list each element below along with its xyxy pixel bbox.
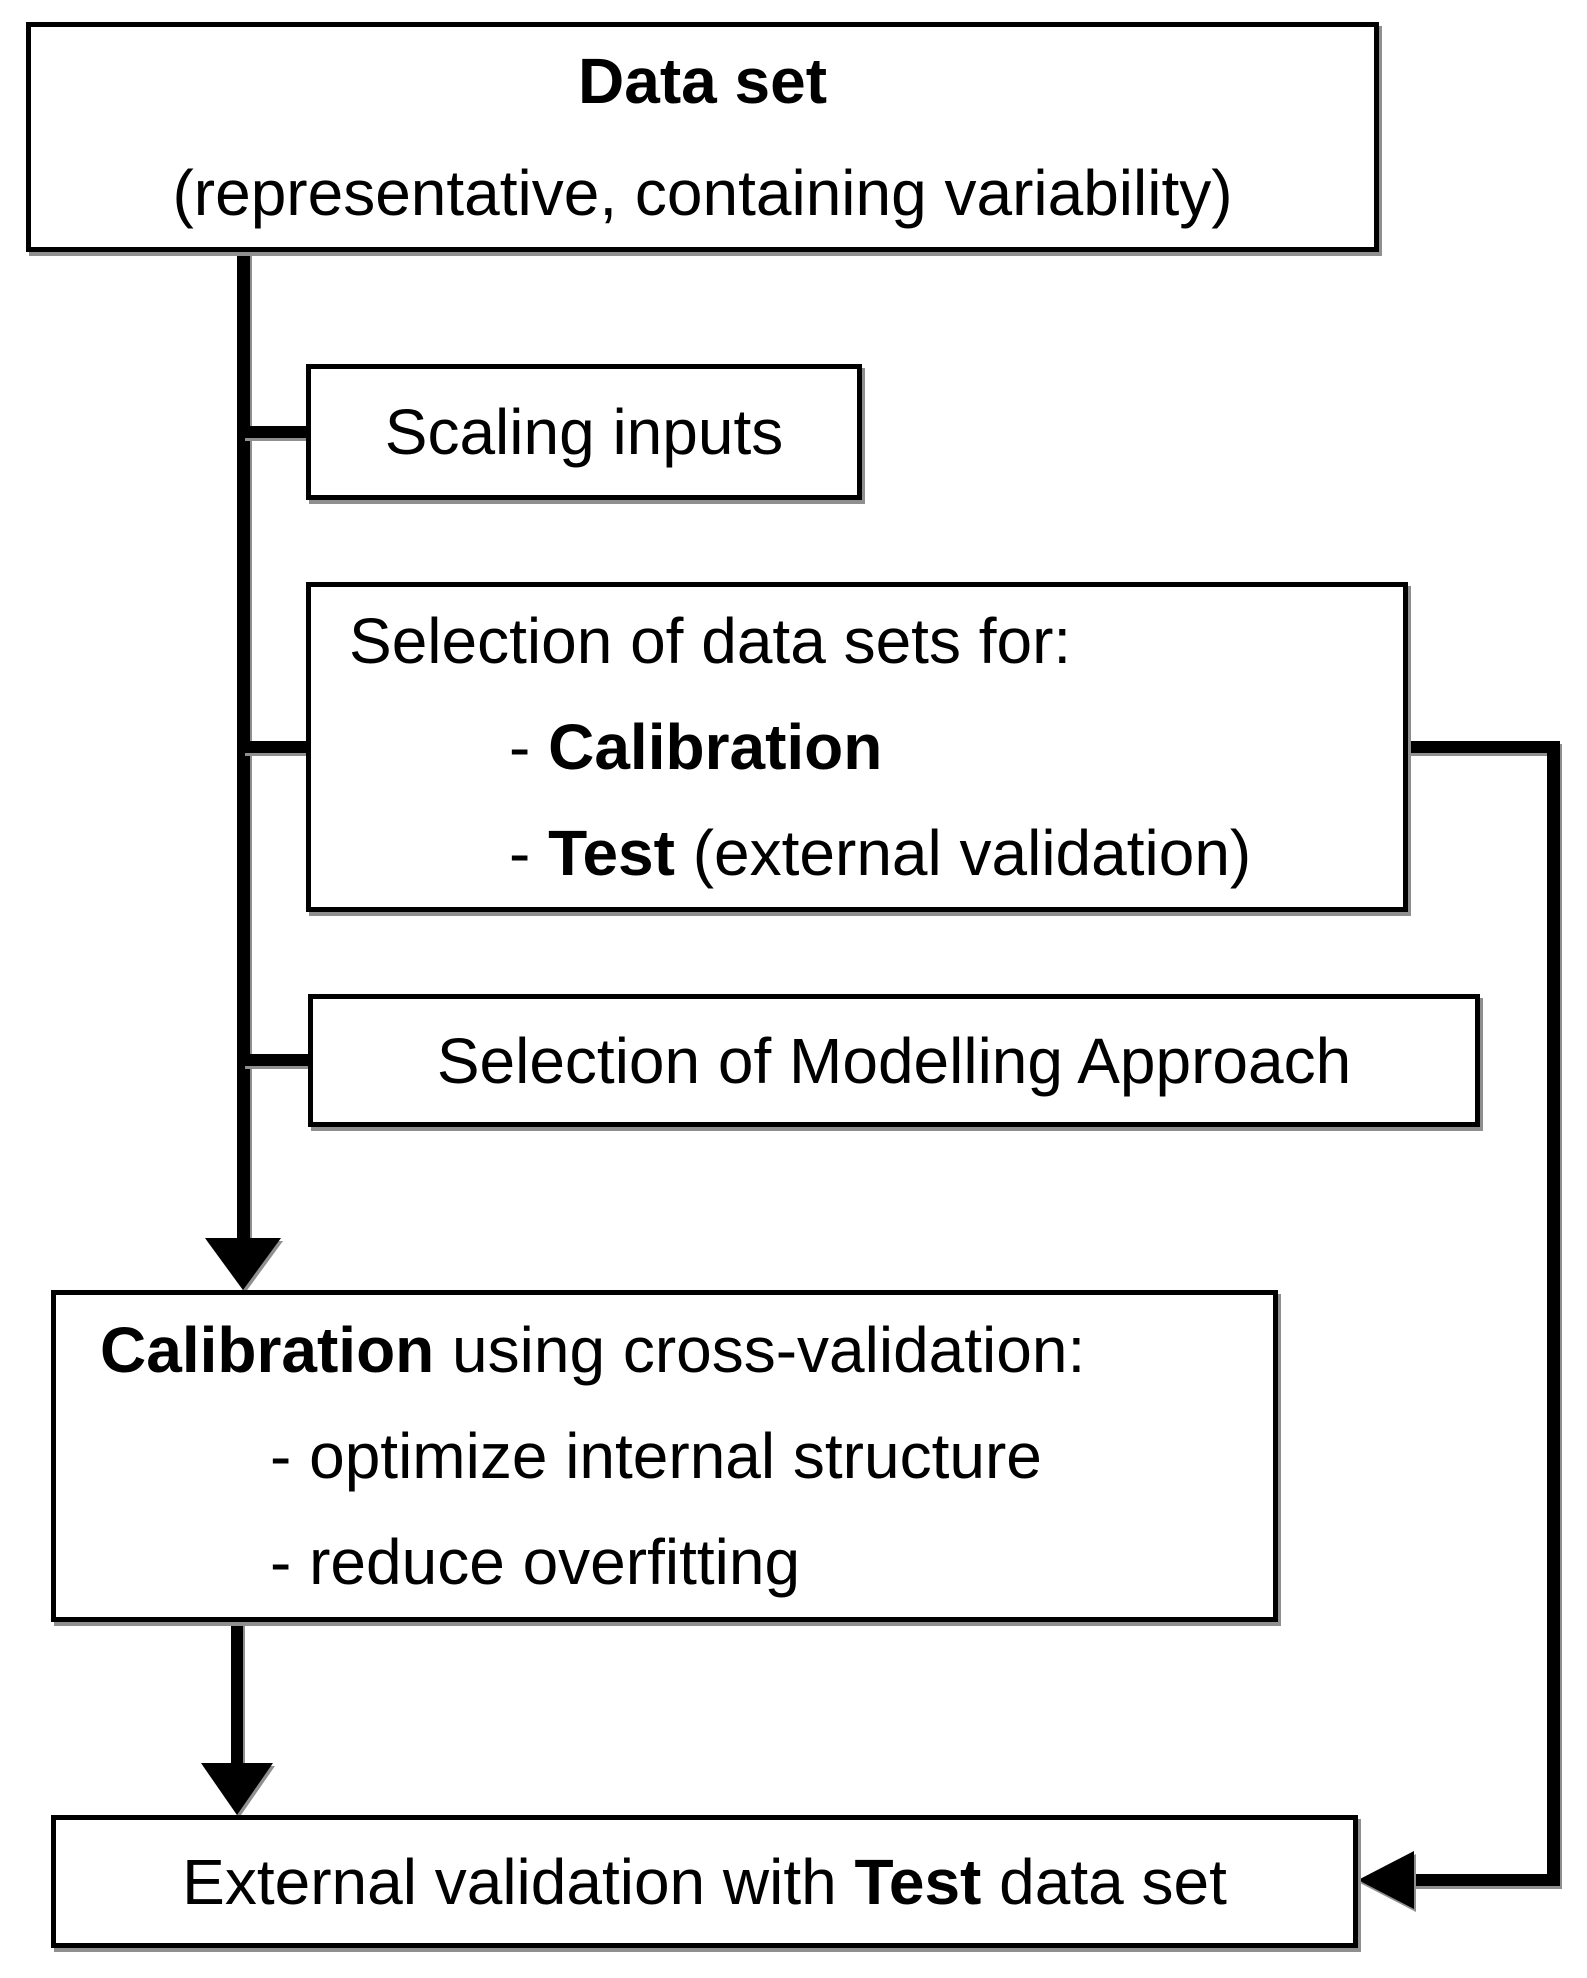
calibration-item-optimize: - optimize internal structure (270, 1420, 1042, 1492)
left-arrowhead-icon (1358, 1851, 1414, 1909)
external-validation-box: External validation with Test data set (51, 1815, 1358, 1948)
dataset-box: Data set (representative, containing var… (26, 22, 1379, 252)
down-arrowhead-icon (201, 1763, 273, 1815)
calibration-to-external-line (231, 1622, 243, 1765)
scaling-tick-line (243, 426, 311, 438)
modelling-approach-label: Selection of Modelling Approach (436, 1024, 1352, 1097)
selection-tick-line (243, 741, 311, 753)
calibration-box: Calibration using cross-validation: - op… (51, 1290, 1278, 1622)
selection-item-test: - Test (external validation) (509, 817, 1252, 889)
calibration-intro: Calibration using cross-validation: (100, 1314, 1086, 1386)
down-arrowhead-icon (205, 1238, 281, 1290)
loop-bottom-line (1410, 1874, 1560, 1886)
selection-item-calibration: - Calibration (509, 711, 883, 783)
dataset-subtitle: (representative, containing variability) (172, 157, 1233, 229)
calibration-item-reduce: - reduce overfitting (270, 1526, 801, 1598)
dataset-title: Data set (578, 45, 827, 117)
loop-vertical-line (1547, 741, 1560, 1886)
scaling-inputs-box: Scaling inputs (306, 364, 862, 500)
selection-of-data-sets-box: Selection of data sets for: - Calibratio… (306, 582, 1408, 912)
modelling-tick-line (243, 1054, 313, 1066)
loop-top-line (1406, 741, 1560, 753)
modelling-approach-box: Selection of Modelling Approach (308, 994, 1480, 1127)
external-validation-label: External validation with Test data set (182, 1845, 1227, 1918)
selection-intro: Selection of data sets for: (349, 605, 1072, 677)
scaling-inputs-label: Scaling inputs (384, 396, 784, 468)
